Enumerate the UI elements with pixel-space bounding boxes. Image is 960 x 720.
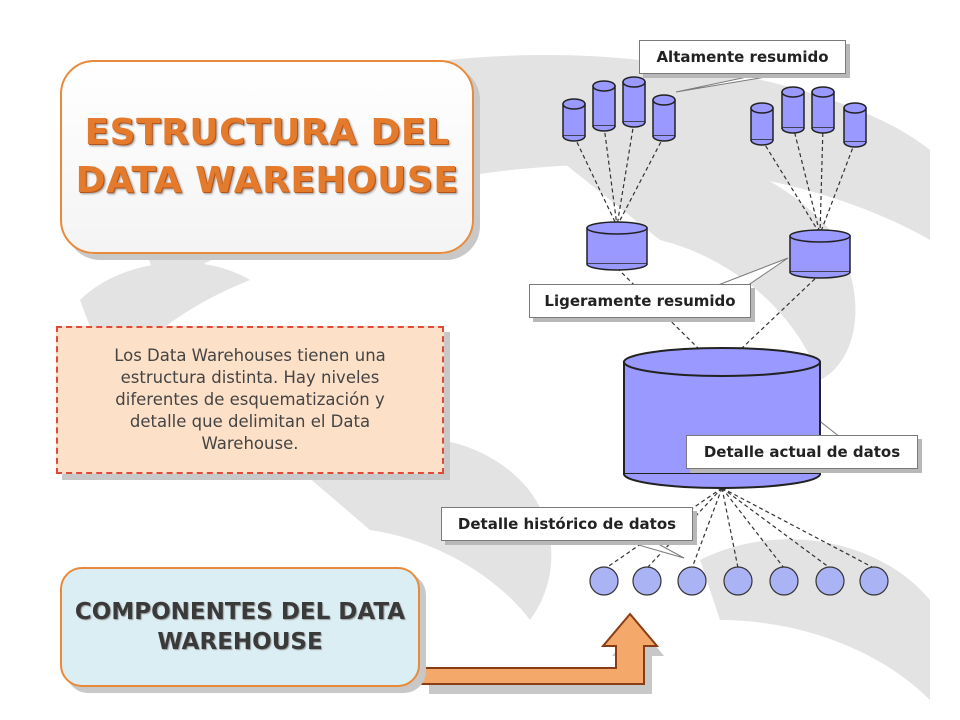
bent-arrow bbox=[419, 612, 664, 694]
title-box: ESTRUCTURA DEL DATA WAREHOUSE bbox=[60, 60, 474, 254]
lightly-summarized-db-left bbox=[586, 221, 648, 271]
description-box: Los Data Warehouses tienen una estructur… bbox=[56, 326, 444, 474]
history-circle bbox=[859, 566, 889, 596]
historical-detail-circles bbox=[589, 566, 889, 596]
arrow-icon bbox=[419, 612, 660, 685]
history-circle bbox=[632, 566, 662, 596]
label-current-detail: Detalle actual de datos bbox=[686, 435, 918, 469]
highly-summarized-db-group-right bbox=[750, 86, 867, 148]
label-historical-detail: Detalle histórico de datos bbox=[441, 507, 693, 541]
highly-summarized-db-group-left bbox=[562, 76, 676, 142]
history-circle bbox=[769, 566, 799, 596]
history-circle bbox=[723, 566, 753, 596]
db-small-icon bbox=[562, 98, 586, 142]
db-small-icon bbox=[750, 102, 774, 146]
connector-lines bbox=[573, 121, 875, 569]
label-highly-summarized: Altamente resumido bbox=[639, 40, 846, 74]
page-title: ESTRUCTURA DEL DATA WAREHOUSE bbox=[75, 112, 459, 201]
components-title: COMPONENTES DEL DATA WAREHOUSE bbox=[74, 599, 406, 655]
history-circle bbox=[677, 566, 707, 596]
description-text: Los Data Warehouses tienen una estructur… bbox=[114, 346, 386, 453]
db-small-icon bbox=[811, 86, 835, 134]
components-box[interactable]: COMPONENTES DEL DATA WAREHOUSE bbox=[60, 567, 420, 687]
db-small-icon bbox=[622, 76, 646, 128]
db-small-icon bbox=[652, 94, 676, 142]
db-small-icon bbox=[843, 102, 867, 148]
lightly-summarized-db-right bbox=[789, 229, 851, 279]
db-small-icon bbox=[592, 80, 616, 132]
history-circle bbox=[589, 566, 619, 596]
history-circle bbox=[815, 566, 845, 596]
db-small-icon bbox=[781, 86, 805, 134]
label-lightly-summarized: Ligeramente resumido bbox=[529, 284, 751, 318]
